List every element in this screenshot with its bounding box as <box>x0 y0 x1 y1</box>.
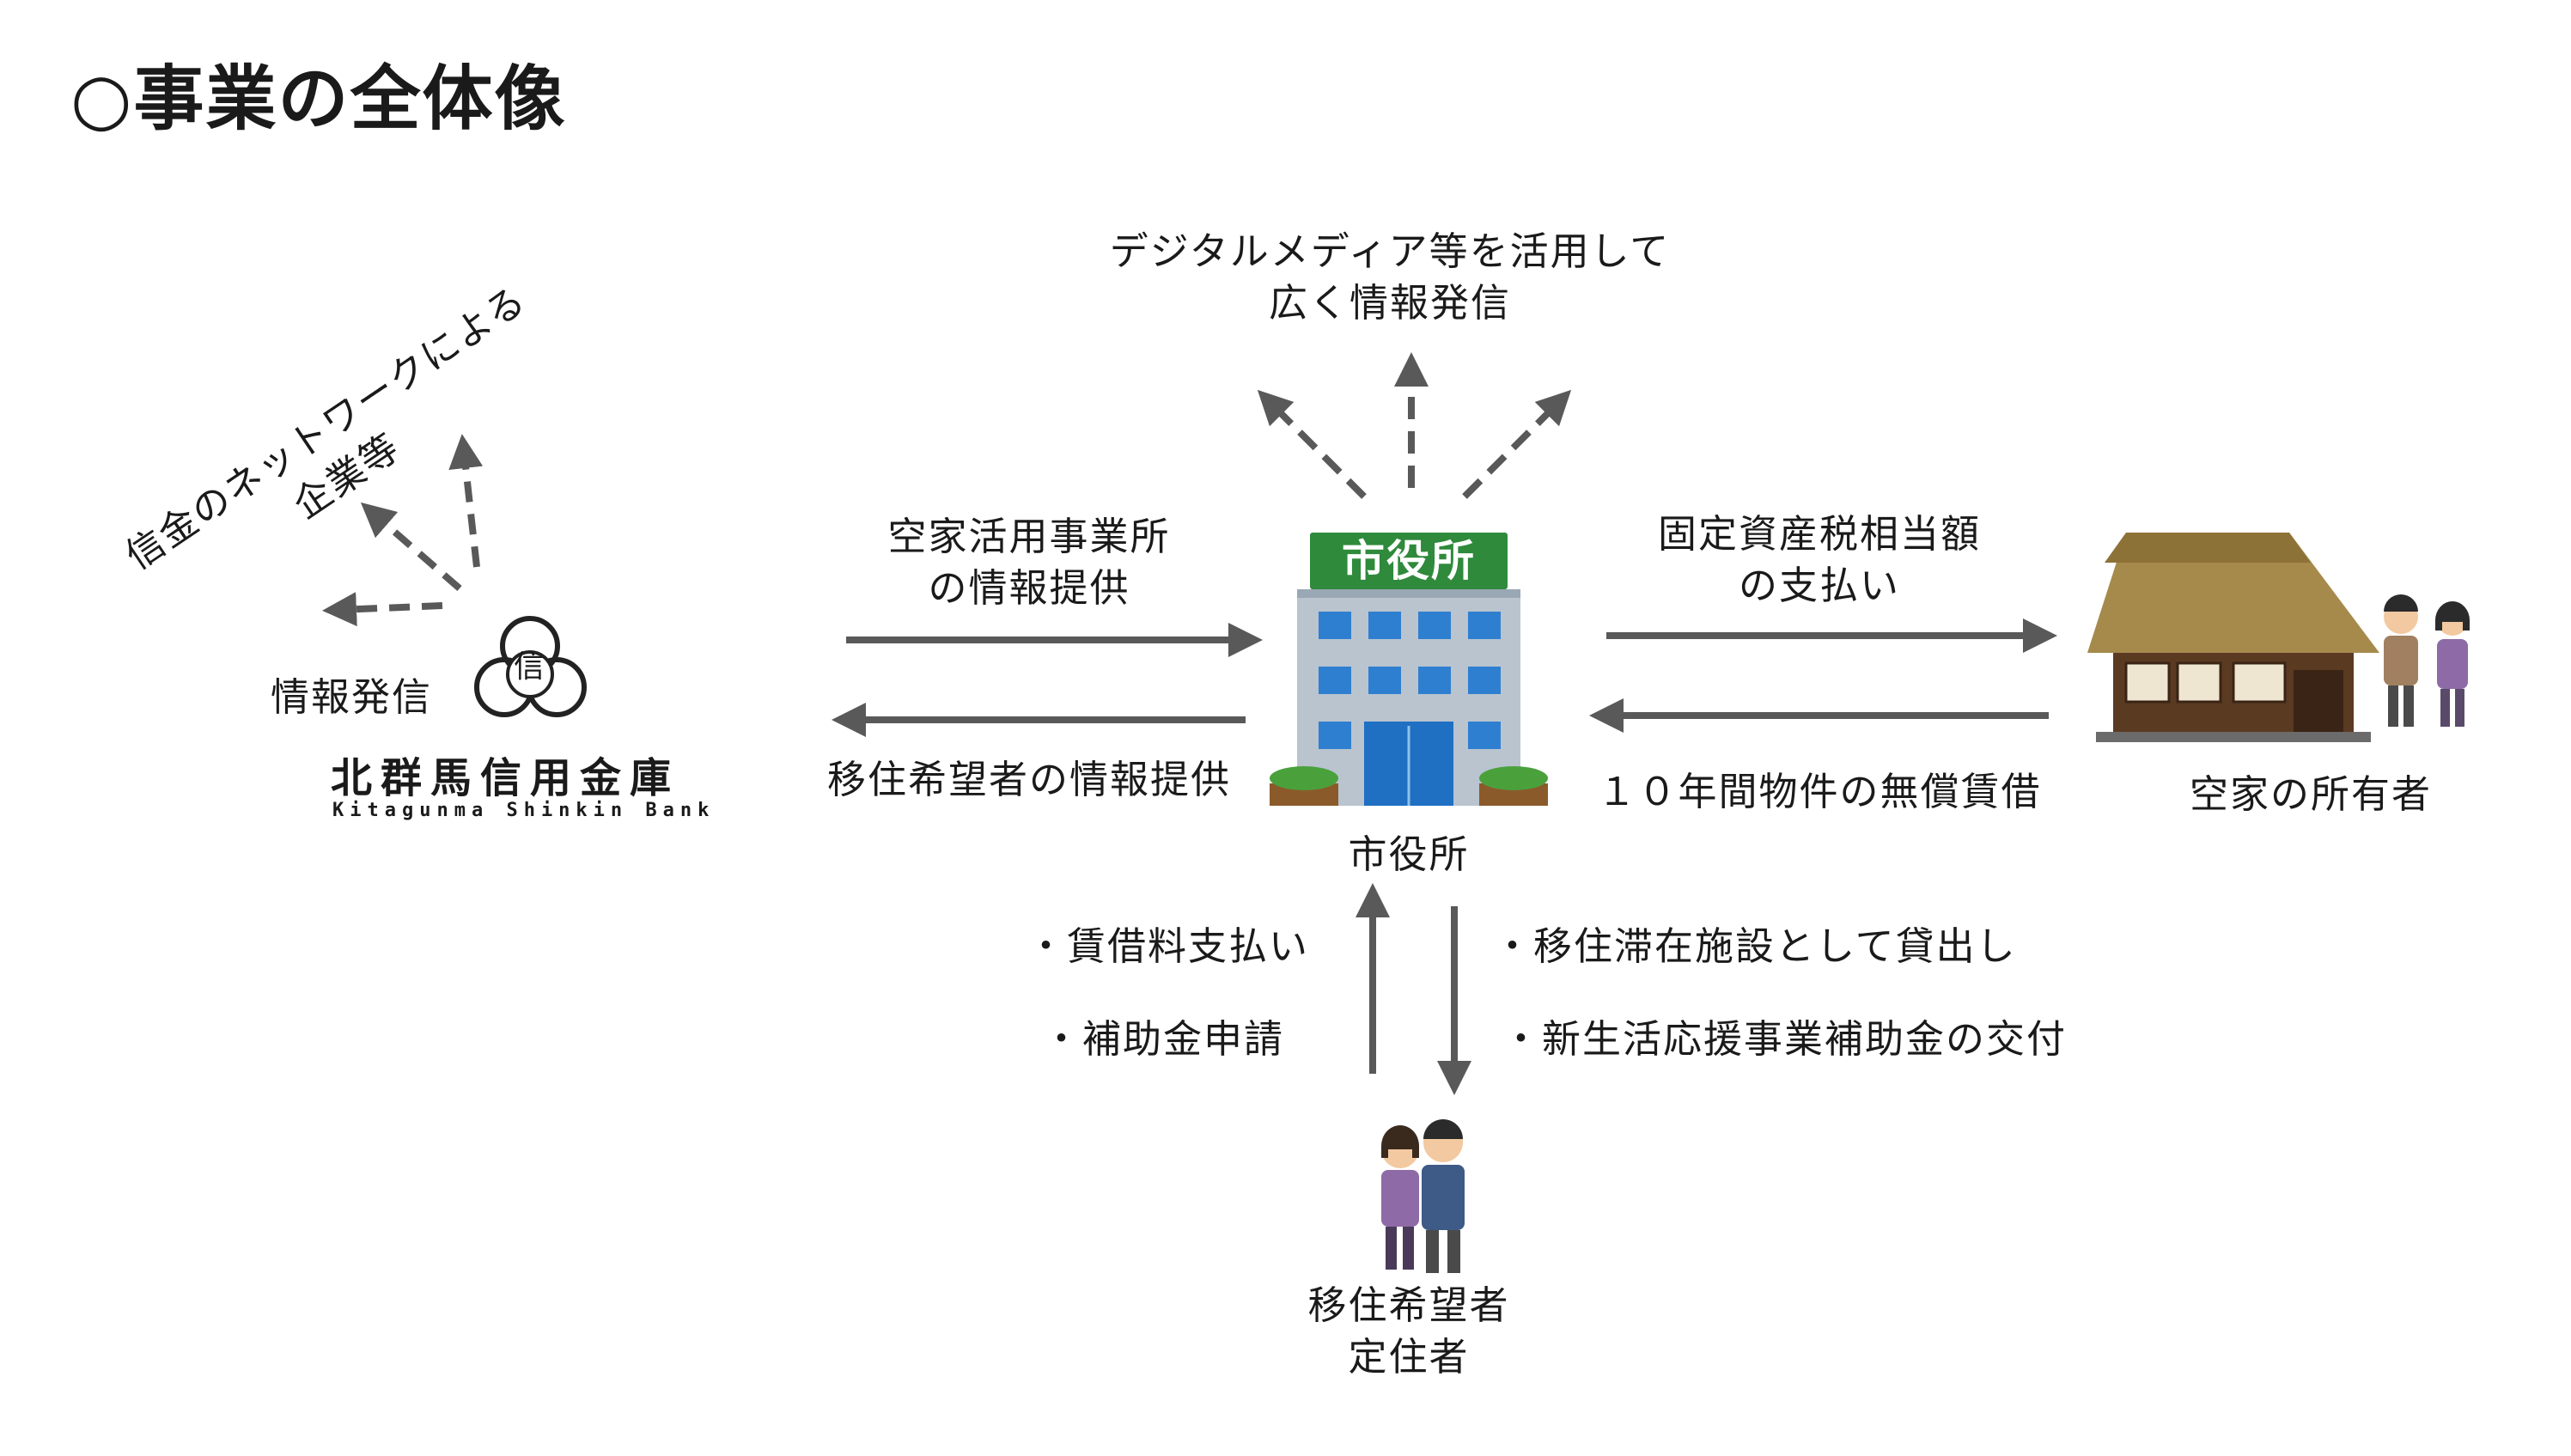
bank-network-arrows <box>322 434 484 627</box>
bank-arrow-upleft <box>360 502 462 592</box>
broadcast-line1: デジタルメディア等を活用して <box>1109 228 1671 274</box>
settler-couple-icon <box>1381 1119 1465 1273</box>
settler-label-line1: 移住希望者 <box>1307 1282 1510 1328</box>
settler-up-item1: ・賃借料支払い <box>1027 923 1310 969</box>
settler-up-item2: ・補助金申請 <box>1042 1016 1285 1062</box>
settler-down-item2: ・新生活応援事業補助金の交付 <box>1502 1016 2068 1062</box>
page-title: ○事業の全体像 <box>70 58 567 140</box>
city-hall-icon <box>1270 533 1548 806</box>
broadcast-line2: 広く情報発信 <box>1268 280 1512 326</box>
bank-info-label: 情報発信 <box>271 674 433 720</box>
bank-arrow-left <box>322 592 443 627</box>
settler-down-item1: ・移住滞在施設として貸出し <box>1493 923 2017 969</box>
flow-to-city-line1: 空家活用事業所 <box>887 514 1171 559</box>
bank-name-en: Kitagunma Shinkin Bank <box>332 800 716 821</box>
flow-loan: １０年間物件の無償賃借 <box>1597 769 2042 814</box>
bank-emblem-char: 信 <box>513 649 547 685</box>
thatched-house-icon <box>2087 533 2379 742</box>
city-hall-sign: 市役所 <box>1342 536 1476 586</box>
flow-to-bank: 移住希望者の情報提供 <box>826 757 1232 802</box>
flow-arrows <box>832 618 2057 1095</box>
flow-tax-line1: 固定資産税相当額 <box>1657 511 1982 557</box>
flow-to-city-line2: の情報提供 <box>928 565 1130 611</box>
broadcast-arrows <box>1257 352 1572 499</box>
settler-label-line2: 定住者 <box>1348 1334 1470 1380</box>
owner-label: 空家の所有者 <box>2189 771 2433 817</box>
city-hall-label: 市役所 <box>1348 832 1470 877</box>
bank-emblem-icon <box>474 616 587 717</box>
bank-arrow-up <box>448 434 484 568</box>
bank-name-jp: 北群馬信用金庫 <box>331 754 680 802</box>
broadcast-arrow-left <box>1257 389 1367 499</box>
owner-couple-icon <box>2384 594 2470 727</box>
broadcast-arrow-right <box>1462 389 1572 499</box>
flow-tax-line2: の支払い <box>1738 563 1901 608</box>
